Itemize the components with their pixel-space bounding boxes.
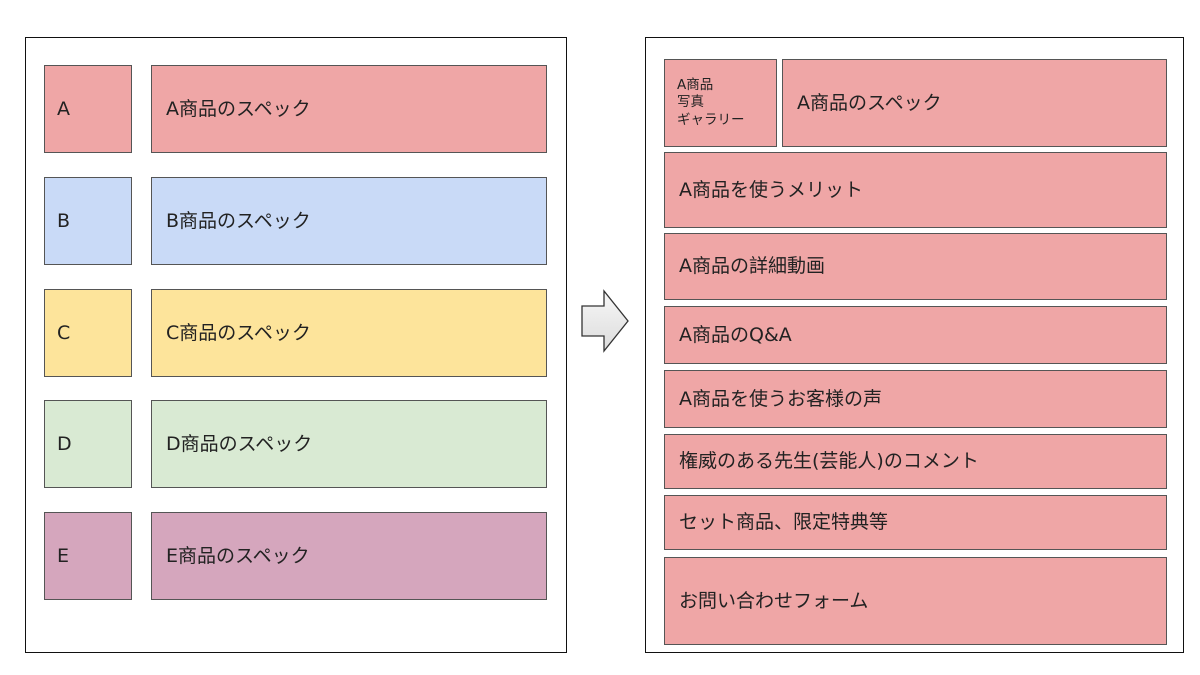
product-spec-e: E商品のスペック xyxy=(151,512,547,600)
section-contact-form: お問い合わせフォーム xyxy=(664,557,1167,645)
product-photo-gallery: A商品 写真 ギャラリー xyxy=(664,59,777,147)
section-set-bonus: セット商品、限定特典等 xyxy=(664,495,1167,550)
section-qa: A商品のQ&A xyxy=(664,306,1167,364)
section-benefits: A商品を使うメリット xyxy=(664,152,1167,228)
product-spec-d: D商品のスペック xyxy=(151,400,547,488)
left-panel: A A商品のスペック B B商品のスペック C C商品のスペック D D商品のス… xyxy=(25,37,567,653)
product-spec-b: B商品のスペック xyxy=(151,177,547,265)
section-testimonials: A商品を使うお客様の声 xyxy=(664,370,1167,428)
product-letter-d: D xyxy=(44,400,132,488)
product-spec-c: C商品のスペック xyxy=(151,289,547,377)
product-letter-a: A xyxy=(44,65,132,153)
section-expert-comment: 権威のある先生(芸能人)のコメント xyxy=(664,434,1167,489)
product-letter-e: E xyxy=(44,512,132,600)
right-panel: A商品 写真 ギャラリー A商品のスペック A商品を使うメリット A商品の詳細動… xyxy=(645,37,1184,653)
product-letter-b: B xyxy=(44,177,132,265)
product-spec: A商品のスペック xyxy=(782,59,1167,147)
product-letter-c: C xyxy=(44,289,132,377)
right-arrow-icon xyxy=(581,289,629,353)
product-spec-a: A商品のスペック xyxy=(151,65,547,153)
section-detail-video: A商品の詳細動画 xyxy=(664,233,1167,300)
